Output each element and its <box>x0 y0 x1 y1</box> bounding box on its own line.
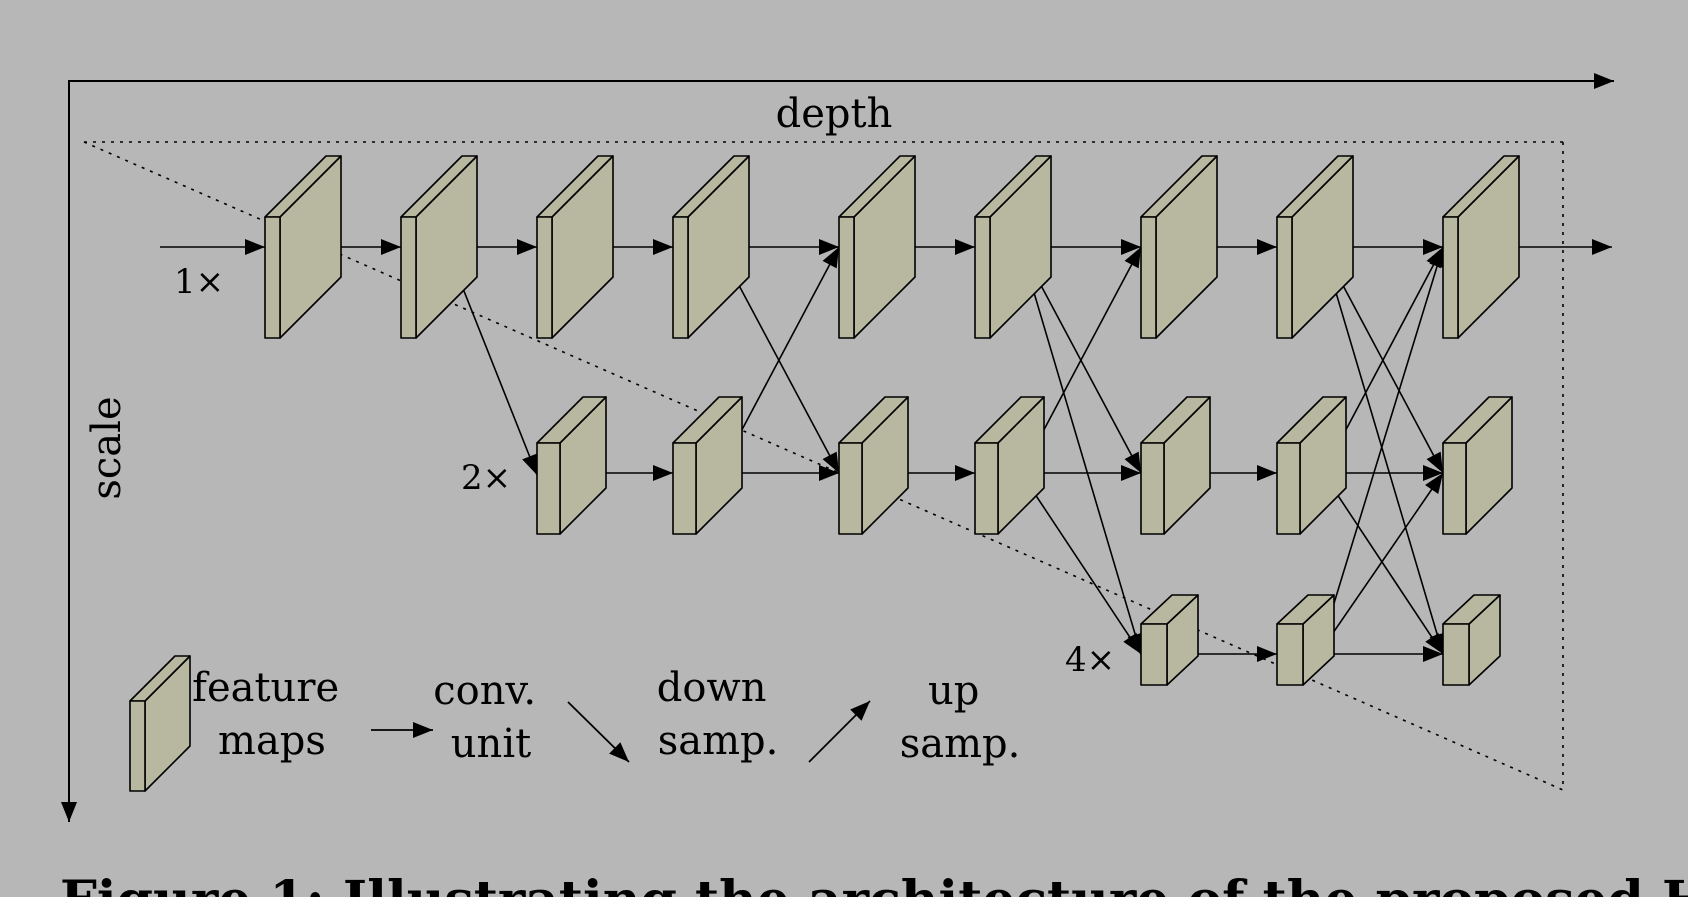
feature-map-2x-7 <box>1442 396 1513 535</box>
feature-map-1x-6 <box>974 155 1052 339</box>
figure-caption: Figure 1: Illustrating the architecture … <box>60 870 1688 897</box>
legend-conv-unit-label: conv. unit <box>433 668 549 767</box>
scale-label-2x: 2× <box>461 458 511 498</box>
connection-29 <box>1322 472 1444 655</box>
legend-feature-map-icon <box>129 655 191 792</box>
scale-label: scale <box>84 396 130 499</box>
feature-map-1x-1 <box>264 155 342 339</box>
connection-30 <box>1317 246 1445 655</box>
legend-up-arrow <box>808 700 871 763</box>
connection-31 <box>1317 472 1444 655</box>
legend: feature maps conv. unit down samp. up sa… <box>129 655 1021 792</box>
legend-up-samp-label: up samp. <box>900 668 1021 767</box>
connection-23 <box>1019 246 1143 655</box>
feature-map-1x-8 <box>1276 155 1354 339</box>
feature-map-1x-5 <box>838 155 916 339</box>
feature-map-2x-5 <box>1140 396 1211 535</box>
legend-feature-maps-label: feature maps <box>192 665 352 764</box>
feature-maps <box>264 155 1520 686</box>
feature-map-2x-4 <box>974 396 1045 535</box>
feature-map-2x-6 <box>1276 396 1347 535</box>
depth-label: depth <box>776 91 893 137</box>
scale-labels: 1× 2× 4× <box>174 262 1115 680</box>
connection-25 <box>1020 472 1142 655</box>
feature-map-1x-7 <box>1140 155 1218 339</box>
scale-label-1x: 1× <box>174 262 224 302</box>
feature-map-4x-1 <box>1140 594 1199 686</box>
feature-map-2x-2 <box>672 396 743 535</box>
scale-label-4x: 4× <box>1065 640 1115 680</box>
feature-map-4x-2 <box>1276 594 1335 686</box>
legend-down-samp-label: down samp. <box>657 665 779 764</box>
connection-27 <box>1321 246 1445 655</box>
axes: depth scale <box>61 73 1614 822</box>
feature-map-1x-3 <box>536 155 614 339</box>
feature-map-2x-1 <box>536 396 607 535</box>
feature-map-1x-4 <box>672 155 750 339</box>
feature-map-1x-9 <box>1442 155 1520 339</box>
feature-map-4x-3 <box>1442 594 1501 686</box>
feature-map-2x-3 <box>838 396 909 535</box>
legend-down-arrow <box>567 701 630 763</box>
dotted-boundary <box>83 141 1564 791</box>
feature-map-1x-2 <box>400 155 478 339</box>
